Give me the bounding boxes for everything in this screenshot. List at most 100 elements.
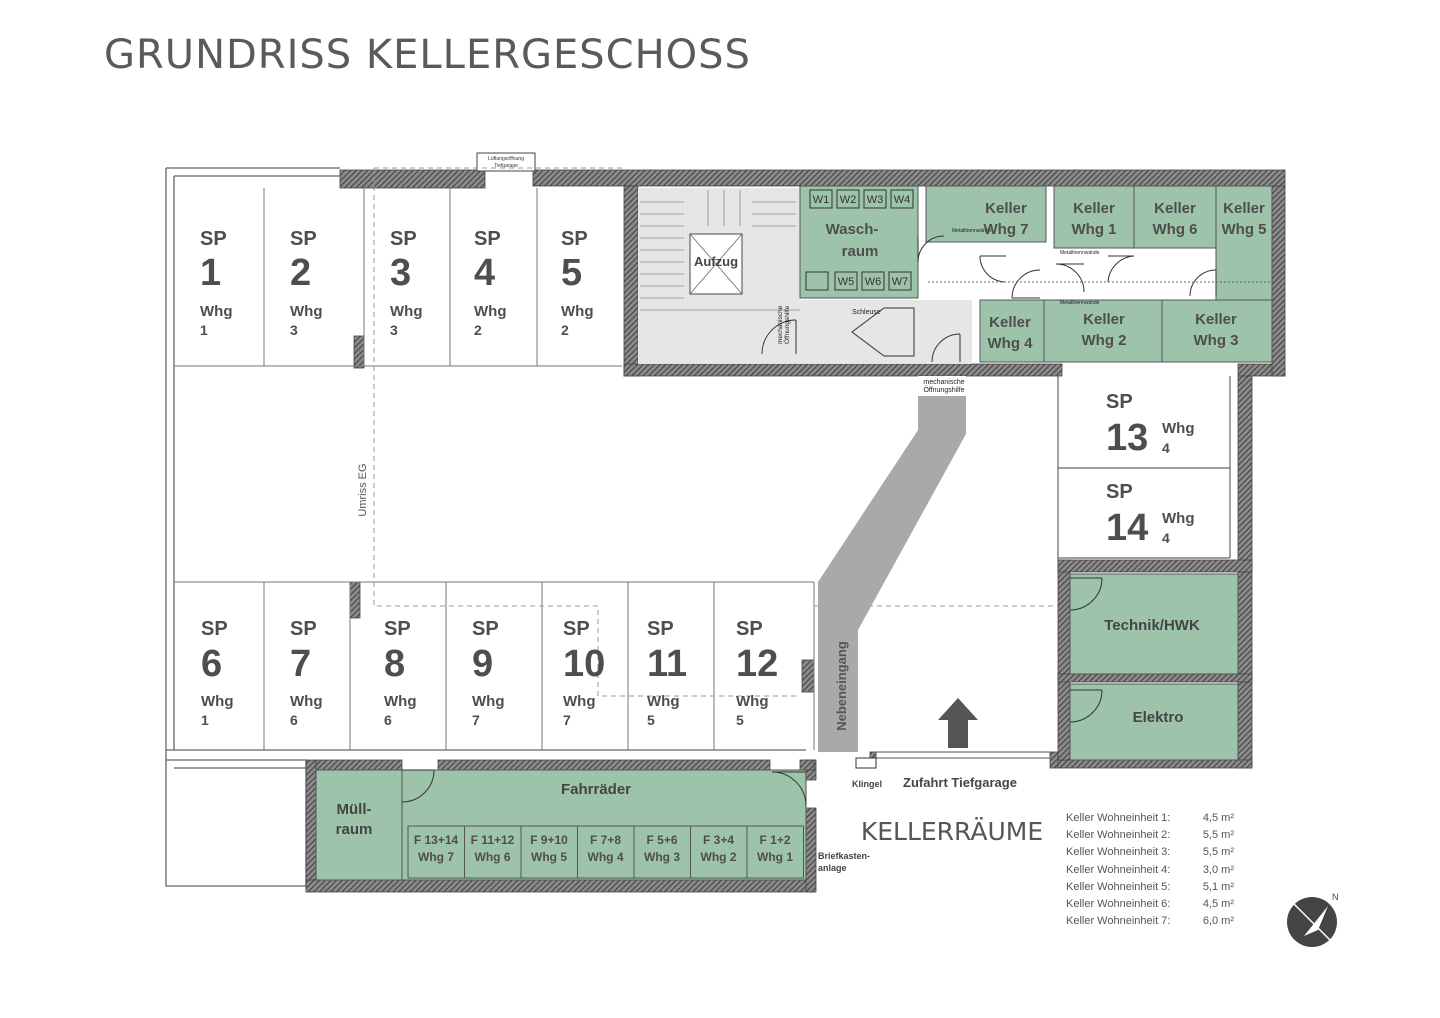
sp-whg-label: Whg (290, 303, 322, 320)
legend-row: Keller Wohneinheit 1:4,5 m² (1066, 810, 1234, 827)
keller-whg6-room (1133, 185, 1217, 249)
mech-hilfe-1-b: Öffnungshilfe (783, 305, 791, 344)
keller-whg7-room (925, 185, 1047, 243)
area-legend: Keller Wohneinheit 1:4,5 m² Keller Wohnei… (1066, 810, 1234, 930)
bike-stall-unit: Whg 3 (644, 850, 680, 864)
mech-hilfe-2-box (918, 376, 966, 396)
staircase (640, 190, 800, 311)
sp-unit: 1 (200, 322, 208, 338)
metall-label-2: Metalltrennwände (1060, 250, 1100, 256)
sp-whg-label: Whg (1162, 510, 1194, 527)
legend-label: Keller Wohneinheit 2: (1066, 829, 1171, 842)
legend-value: 6,0 m² (1202, 915, 1234, 928)
entrance-arrow-icon (938, 698, 978, 748)
sp-label: SP (201, 618, 228, 640)
waschraum-label-2: raum (842, 243, 879, 260)
klingel-box (855, 757, 877, 769)
sp-unit: 7 (472, 712, 480, 728)
mech-hilfe-2-a: mechanische (923, 379, 964, 386)
sp-unit: 6 (384, 712, 392, 728)
sp-label: SP (1106, 391, 1133, 413)
sp-unit: 5 (647, 712, 655, 728)
keller-label-line1: Keller (1154, 200, 1196, 217)
sp-label: SP (472, 618, 499, 640)
keller-whg2-room (1043, 299, 1163, 363)
umriss-eg-label: Umriss EG (357, 463, 369, 516)
sp-label: SP (290, 618, 317, 640)
washer-label: W7 (892, 276, 909, 288)
sp-whg-label: Whg (290, 693, 322, 710)
keller-label-line2: Whg 1 (1072, 221, 1117, 238)
sp-label: SP (561, 228, 588, 250)
ventilation-label-1: Lüftungsöffnung (488, 156, 524, 162)
sp-unit: 1 (201, 712, 209, 728)
legend-row: Keller Wohneinheit 7:6,0 m² (1066, 913, 1234, 930)
keller-whg5-room (1215, 185, 1273, 301)
washer-icon (861, 271, 885, 291)
legend-row: Keller Wohneinheit 3:5,5 m² (1066, 844, 1234, 861)
sp-whg-label: Whg (561, 303, 593, 320)
sp-number: 1 (200, 252, 221, 294)
briefkasten-label-1: Briefkasten- (818, 851, 870, 861)
bike-stall-number: F 9+10 (530, 833, 568, 847)
technik-room (1069, 573, 1239, 675)
muell-room (315, 769, 403, 881)
legend-row: Keller Wohneinheit 6:4,5 m² (1066, 896, 1234, 913)
briefkasten-label-2: anlage (818, 863, 847, 873)
sp-whg-label: Whg (563, 693, 595, 710)
sp-whg-label: Whg (384, 693, 416, 710)
keller-label-line1: Keller (989, 314, 1031, 331)
sp-unit: 4 (1162, 440, 1170, 456)
bike-stall (746, 825, 804, 879)
section-label: KELLERRÄUME (861, 817, 1043, 846)
keller-whg1-room (1053, 185, 1135, 249)
access-path (818, 376, 966, 752)
washer-label: W3 (867, 194, 884, 206)
sp-number: 4 (474, 252, 495, 294)
washer-label: W5 (838, 276, 855, 288)
bike-stall-number: F 11+12 (471, 833, 515, 847)
sp-number: 7 (290, 643, 311, 685)
washer-icon (890, 189, 914, 209)
sp-unit: 5 (736, 712, 744, 728)
sp-number: 8 (384, 643, 405, 685)
keller-label-line2: Whg 6 (1153, 221, 1198, 238)
sp-number: 6 (201, 643, 222, 685)
keller-whg4-room (979, 299, 1045, 363)
sp-whg-label: Whg (390, 303, 422, 320)
keller-whg3-room (1161, 299, 1273, 363)
sp-unit: 3 (290, 322, 298, 338)
legend-value: 4,5 m² (1202, 898, 1234, 911)
legend-value: 5,1 m² (1202, 880, 1234, 893)
bike-stall-number: F 3+4 (703, 833, 734, 847)
compass-icon: N (1287, 892, 1339, 947)
sp-label: SP (390, 228, 417, 250)
fahrraeder-label: Fahrräder (561, 781, 631, 798)
bike-stall-unit: Whg 4 (588, 850, 624, 864)
sp-number: 10 (563, 643, 605, 685)
waschraum-label-1: Wasch- (826, 221, 879, 238)
keller-label-line1: Keller (1073, 200, 1115, 217)
sp-label: SP (200, 228, 227, 250)
schleuse-label: Schleuse (852, 309, 881, 316)
sp-number: 9 (472, 643, 493, 685)
bike-stall-number: F 5+6 (646, 833, 677, 847)
muell-label-1: Müll- (337, 801, 372, 818)
page-title: GRUNDRISS KELLERGESCHOSS (104, 32, 751, 78)
elektro-room (1069, 683, 1239, 761)
keller-label-line1: Keller (1195, 311, 1237, 328)
sp-unit: 6 (290, 712, 298, 728)
parking-grid-right (1057, 376, 1231, 560)
sp-number: 2 (290, 252, 311, 294)
metall-label-3: Metalltrennwände (1060, 300, 1100, 306)
sp-whg-label: Whg (200, 303, 232, 320)
compass-north-label: N (1332, 892, 1339, 902)
sp-label: SP (736, 618, 763, 640)
zufahrt-label: Zufahrt Tiefgarage (903, 775, 1017, 790)
metall-label-1: Metalltrennwände (952, 228, 992, 234)
doors (401, 235, 1270, 807)
bike-stall-unit: Whg 5 (531, 850, 567, 864)
